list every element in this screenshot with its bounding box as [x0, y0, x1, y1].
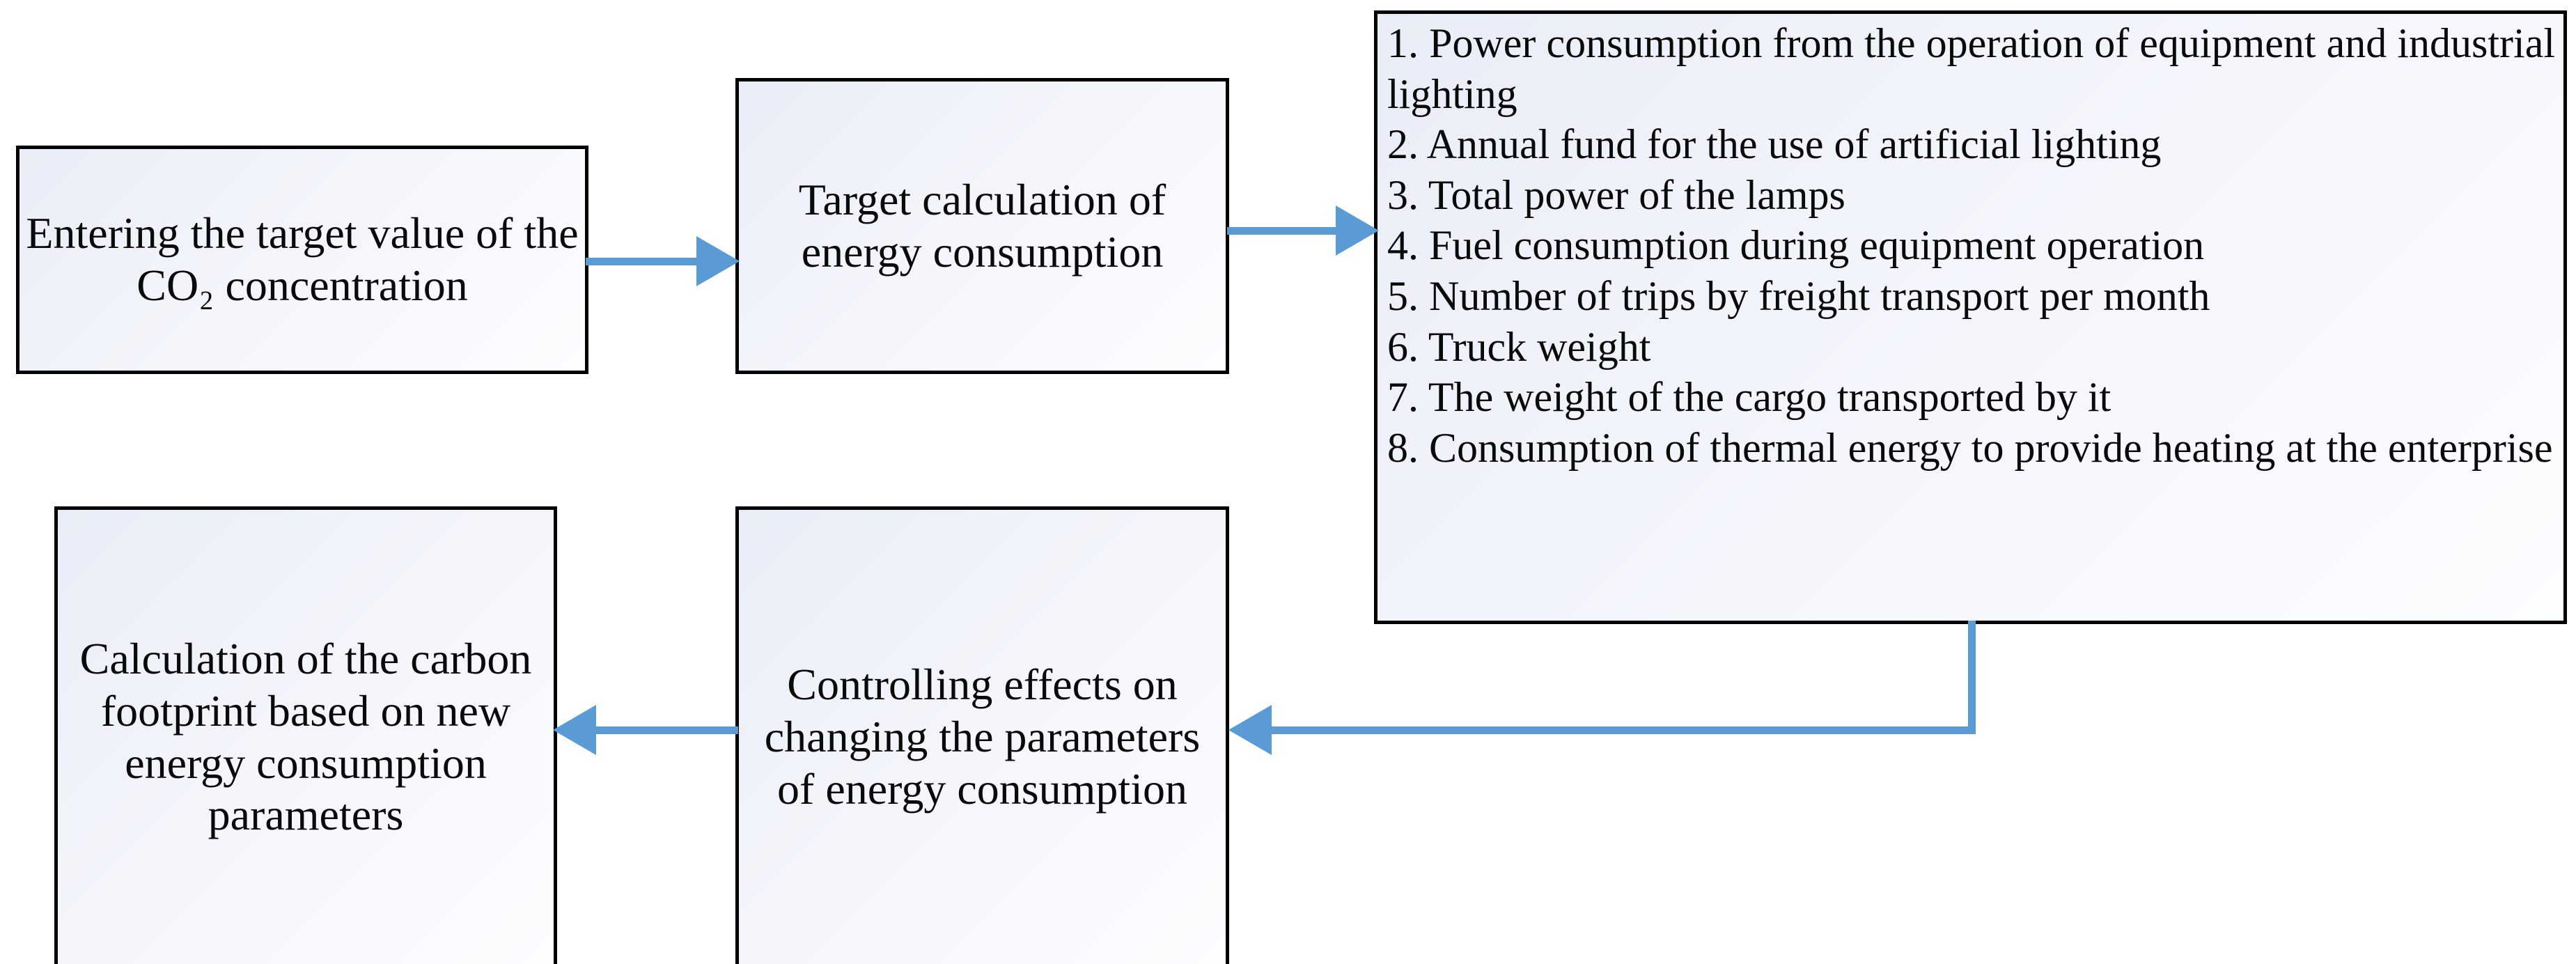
node-co2-input[interactable]: Entering the target value of the CO₂ con…	[16, 146, 588, 374]
arrow-target-calc-to-parameter-list-shaft	[1227, 227, 1359, 235]
arrow-left-icon	[1228, 705, 1272, 755]
node-controlling-effects-label: Controlling effects on changing the para…	[764, 660, 1201, 814]
arrow-controlling-to-carbon-calc-shaft	[596, 726, 738, 734]
arrow-parameter-list-to-controlling-horizontal	[1272, 726, 1976, 734]
arrow-right-icon	[696, 236, 740, 286]
list-item: 8. Consumption of thermal energy to prov…	[1387, 424, 2553, 471]
list-item: 7. The weight of the cargo transported b…	[1387, 374, 2111, 421]
list-item: 5. Number of trips by freight transport …	[1387, 272, 2210, 319]
arrow-co2-input-to-target-calc-shaft	[586, 258, 714, 265]
list-item: 4. Fuel consumption during equipment ope…	[1387, 222, 2205, 269]
arrow-parameter-list-to-controlling-vertical	[1968, 621, 1976, 734]
node-co2-input-label: Entering the target value of the CO₂ con…	[26, 208, 579, 310]
node-target-calculation-label: Target calculation of energy consumption	[798, 174, 1166, 277]
node-carbon-footprint-calculation[interactable]: Calculation of the carbon footprint base…	[54, 506, 557, 964]
list-item: 1. Power consumption from the operation …	[1387, 20, 2555, 117]
list-item: 2. Annual fund for the use of artificial…	[1387, 121, 2162, 168]
node-controlling-effects[interactable]: Controlling effects on changing the para…	[735, 506, 1229, 964]
list-item: 6. Truck weight	[1387, 323, 1651, 370]
node-target-calculation[interactable]: Target calculation of energy consumption	[735, 78, 1229, 374]
parameter-list: 1. Power consumption from the operation …	[1387, 18, 2555, 473]
node-carbon-footprint-calculation-label: Calculation of the carbon footprint base…	[79, 633, 532, 840]
arrow-right-icon	[1336, 205, 1379, 256]
arrow-left-icon	[553, 705, 596, 755]
list-item: 3. Total power of the lamps	[1387, 171, 1845, 218]
node-parameter-list[interactable]: 1. Power consumption from the operation …	[1374, 10, 2567, 624]
